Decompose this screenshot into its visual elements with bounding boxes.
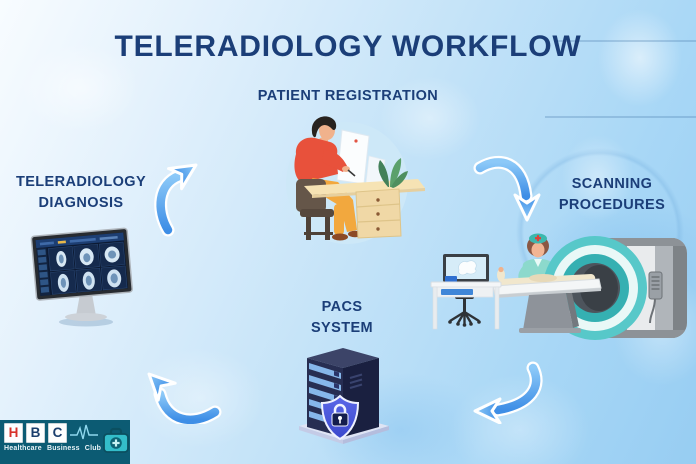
label-line: TELERADIOLOGY [15,174,147,190]
page-title: TELERADIOLOGY WORKFLOW [114,30,582,63]
logo-bag-wrap [101,420,130,464]
label-patient-registration: PATIENT REGISTRATION [248,86,448,107]
logo-letter-box: B [26,423,45,443]
pacs-server-illustration [299,348,389,444]
scan-thumbnail-strip [37,249,50,293]
label-scanning-procedures: SCANNING PROCEDURES [551,174,673,216]
logo-text-block: H B C Healthcare Business Club [0,420,101,464]
film-line [545,116,696,118]
logo-tagline: Healthcare Business Club [4,445,102,452]
label-line: PACS [321,299,363,315]
medical-bag-icon [102,427,129,453]
logo-letter-box: H [4,423,23,443]
scanning-workstation [430,254,502,330]
scanning-procedures-illustration [430,233,687,340]
ecg-line-icon [70,424,98,440]
diagnosis-workstation-illustration [30,227,133,327]
curved-arrow-scanning-to-pacs [473,361,543,424]
scan-thumbnails [48,241,128,295]
brain-icon [458,260,477,276]
patient-registration-illustration [286,116,425,244]
label-line: DIAGNOSIS [38,195,124,211]
logo-letter-row: H B C [4,423,101,443]
scanner-control-pendant [648,271,663,324]
plant-icon [378,158,408,188]
label-line: SYSTEM [310,320,374,336]
label-line: PROCEDURES [558,197,666,213]
shield-lock-icon [320,394,360,441]
label-line: PATIENT REGISTRATION [257,88,439,104]
logo-letter-box: C [48,423,67,443]
curved-arrow-diagnosis-to-registration [154,163,198,237]
curved-arrow-registration-to-scanning [473,155,541,222]
curved-arrow-pacs-to-diagnosis [147,372,222,424]
label-line: SCANNING [571,176,653,192]
label-pacs-system: PACS SYSTEM [282,297,402,339]
hbc-logo: H B C Healthcare Business Club [0,420,130,464]
label-teleradiology-diagnosis: TELERADIOLOGY DIAGNOSIS [6,172,156,214]
